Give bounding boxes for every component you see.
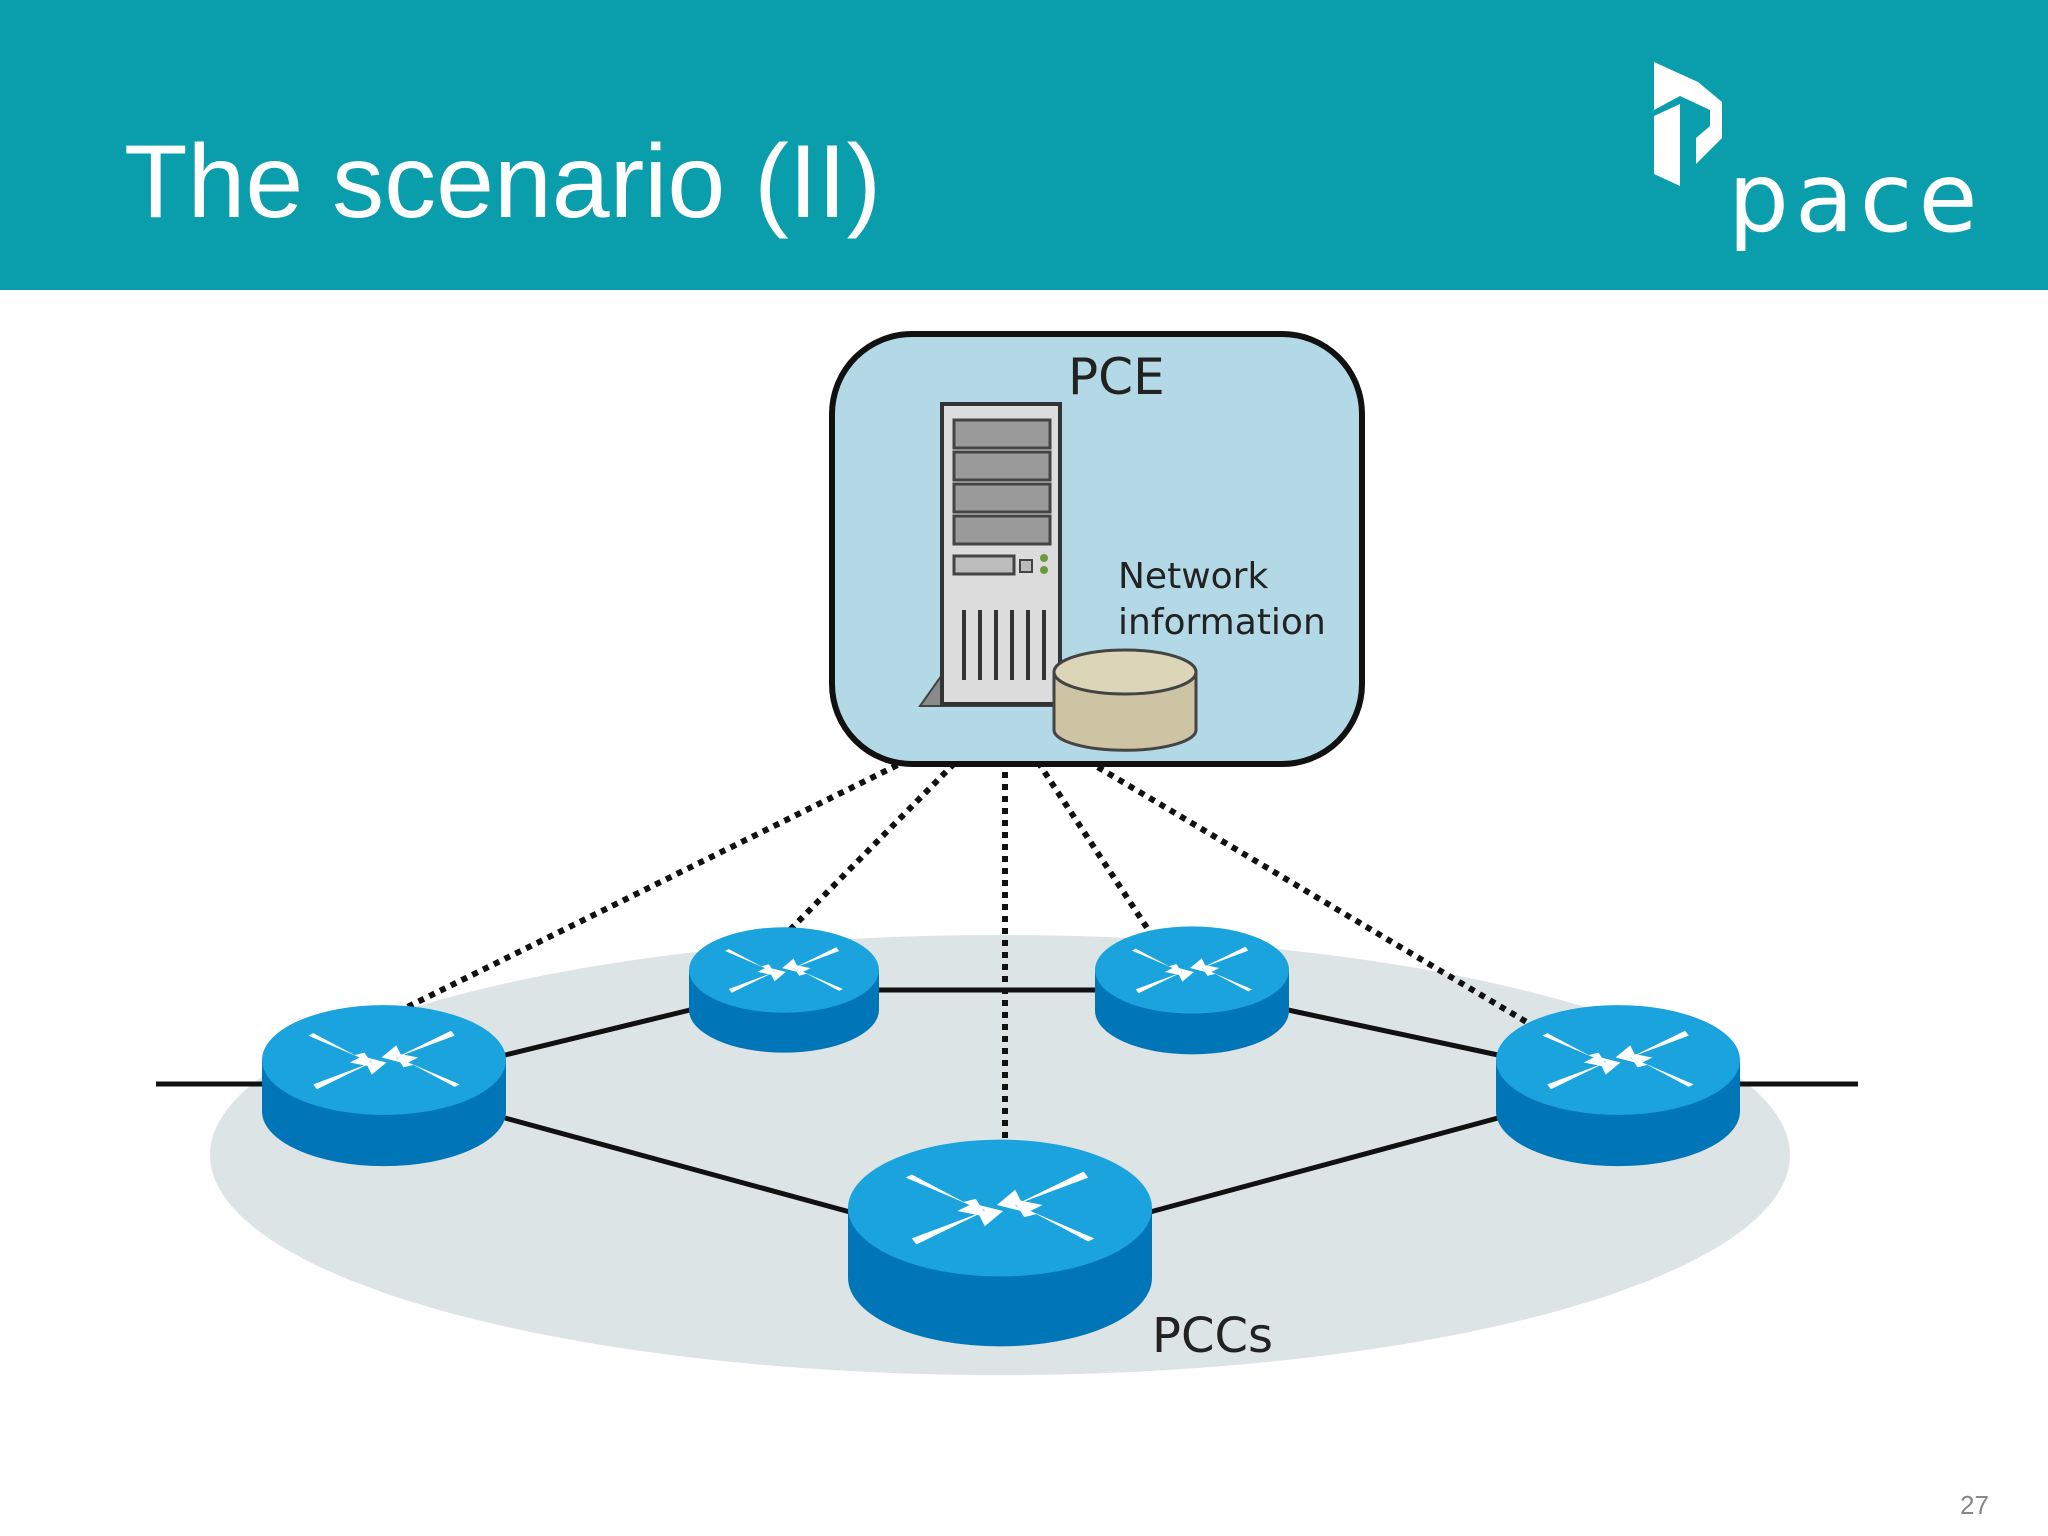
slide-number: 27 xyxy=(1960,1490,1989,1520)
router-icon xyxy=(848,1139,1152,1347)
pace-logo-icon xyxy=(1654,62,1722,186)
router-icon xyxy=(1095,926,1289,1055)
server-icon xyxy=(918,402,1062,707)
router-icon xyxy=(262,1005,506,1167)
pccs-label: PCCs xyxy=(1152,1308,1273,1364)
slide-title: The scenario (II) xyxy=(124,124,882,240)
database-icon xyxy=(1052,648,1198,752)
pce-network-diagram: PCE Network information xyxy=(156,331,1858,1375)
pace-logo-text: pace xyxy=(1728,142,1984,254)
network-links xyxy=(504,987,1499,1215)
database-label-line1: Network xyxy=(1118,556,1268,597)
router-icon xyxy=(689,927,879,1053)
database-label-line2: information xyxy=(1118,602,1326,643)
router-icon xyxy=(1496,1005,1740,1167)
slide-header: The scenario (II) pace xyxy=(0,0,2048,290)
pce-label: PCE xyxy=(1068,348,1165,406)
